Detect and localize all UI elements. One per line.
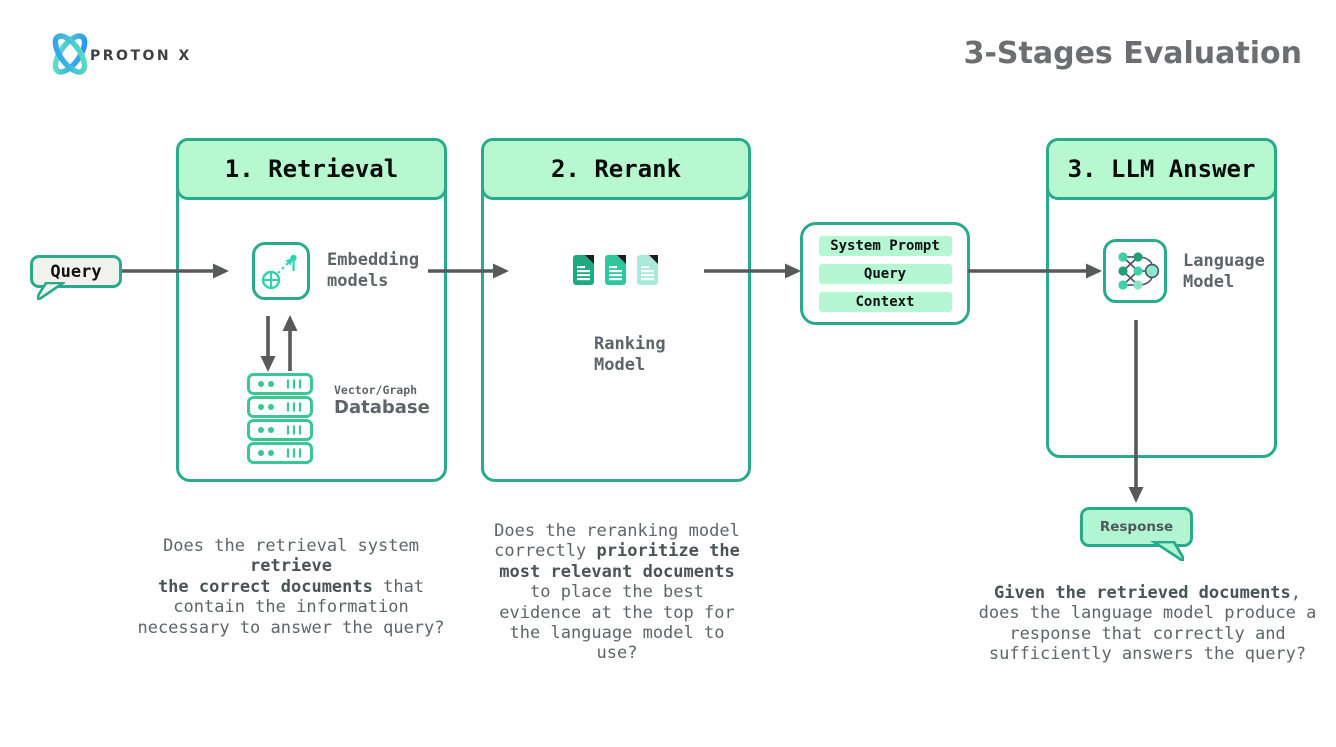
embedding-models-label: Embedding models bbox=[327, 250, 420, 292]
retrieval-stage-description: Does the retrieval system retrieve the c… bbox=[137, 536, 445, 638]
query-pill-label: Query bbox=[863, 265, 907, 282]
arrow-rerank-to-prompt bbox=[785, 263, 801, 279]
rerank-stage-description: Does the reranking model correctly prior… bbox=[494, 521, 740, 664]
response-label: Response bbox=[1099, 519, 1174, 535]
language-model-label: Language Model bbox=[1183, 251, 1265, 293]
document-icon bbox=[573, 255, 594, 285]
response-speech-bubble: Response bbox=[1080, 507, 1193, 561]
llm-stage-description: Given the retrieved documents, does the … bbox=[978, 583, 1317, 665]
arrow-llm-to-response bbox=[1128, 487, 1144, 503]
stage-header-rerank: 2. Rerank bbox=[481, 138, 751, 200]
server-stack-icon bbox=[247, 373, 313, 469]
stage-header-llm-answer: 3. LLM Answer bbox=[1046, 138, 1277, 200]
speech-tail-icon bbox=[37, 282, 65, 300]
context-pill-label: Context bbox=[855, 293, 915, 310]
database-label: Vector/Graph Database bbox=[334, 383, 430, 419]
atom-orbit-icon bbox=[44, 26, 96, 86]
system-prompt-pill: System Prompt bbox=[818, 235, 952, 256]
stage-header-label: 2. Rerank bbox=[550, 155, 682, 183]
document-icon bbox=[605, 255, 626, 285]
database-label-small: Vector/Graph bbox=[334, 383, 418, 397]
neural-network-icon bbox=[1103, 239, 1167, 303]
query-speech-bubble: Query bbox=[30, 255, 122, 300]
document-files-icon bbox=[573, 255, 658, 285]
stage-box-rerank: 2. Rerank bbox=[481, 138, 751, 482]
context-pill: Context bbox=[818, 291, 952, 312]
system-prompt-label: System Prompt bbox=[830, 237, 940, 254]
stage-header-label: 1. Retrieval bbox=[224, 155, 399, 183]
embedding-models-icon bbox=[252, 242, 310, 300]
brand-logo: PROTON X bbox=[44, 26, 192, 86]
stage-box-llm-answer: 3. LLM Answer bbox=[1046, 138, 1277, 458]
prompt-assembly-box: System Prompt Query Context bbox=[800, 222, 970, 325]
database-label-big: Database bbox=[334, 397, 430, 418]
query-pill: Query bbox=[818, 263, 952, 284]
stage-header-label: 3. LLM Answer bbox=[1067, 155, 1256, 183]
document-icon bbox=[637, 255, 658, 285]
stage-header-retrieval: 1. Retrieval bbox=[176, 138, 447, 200]
query-label: Query bbox=[50, 261, 102, 282]
speech-tail-icon bbox=[1150, 541, 1184, 561]
page-title: 3-Stages Evaluation bbox=[963, 36, 1302, 71]
ranking-model-label: Ranking Model bbox=[594, 334, 666, 376]
brand-name: PROTON X bbox=[90, 48, 192, 64]
